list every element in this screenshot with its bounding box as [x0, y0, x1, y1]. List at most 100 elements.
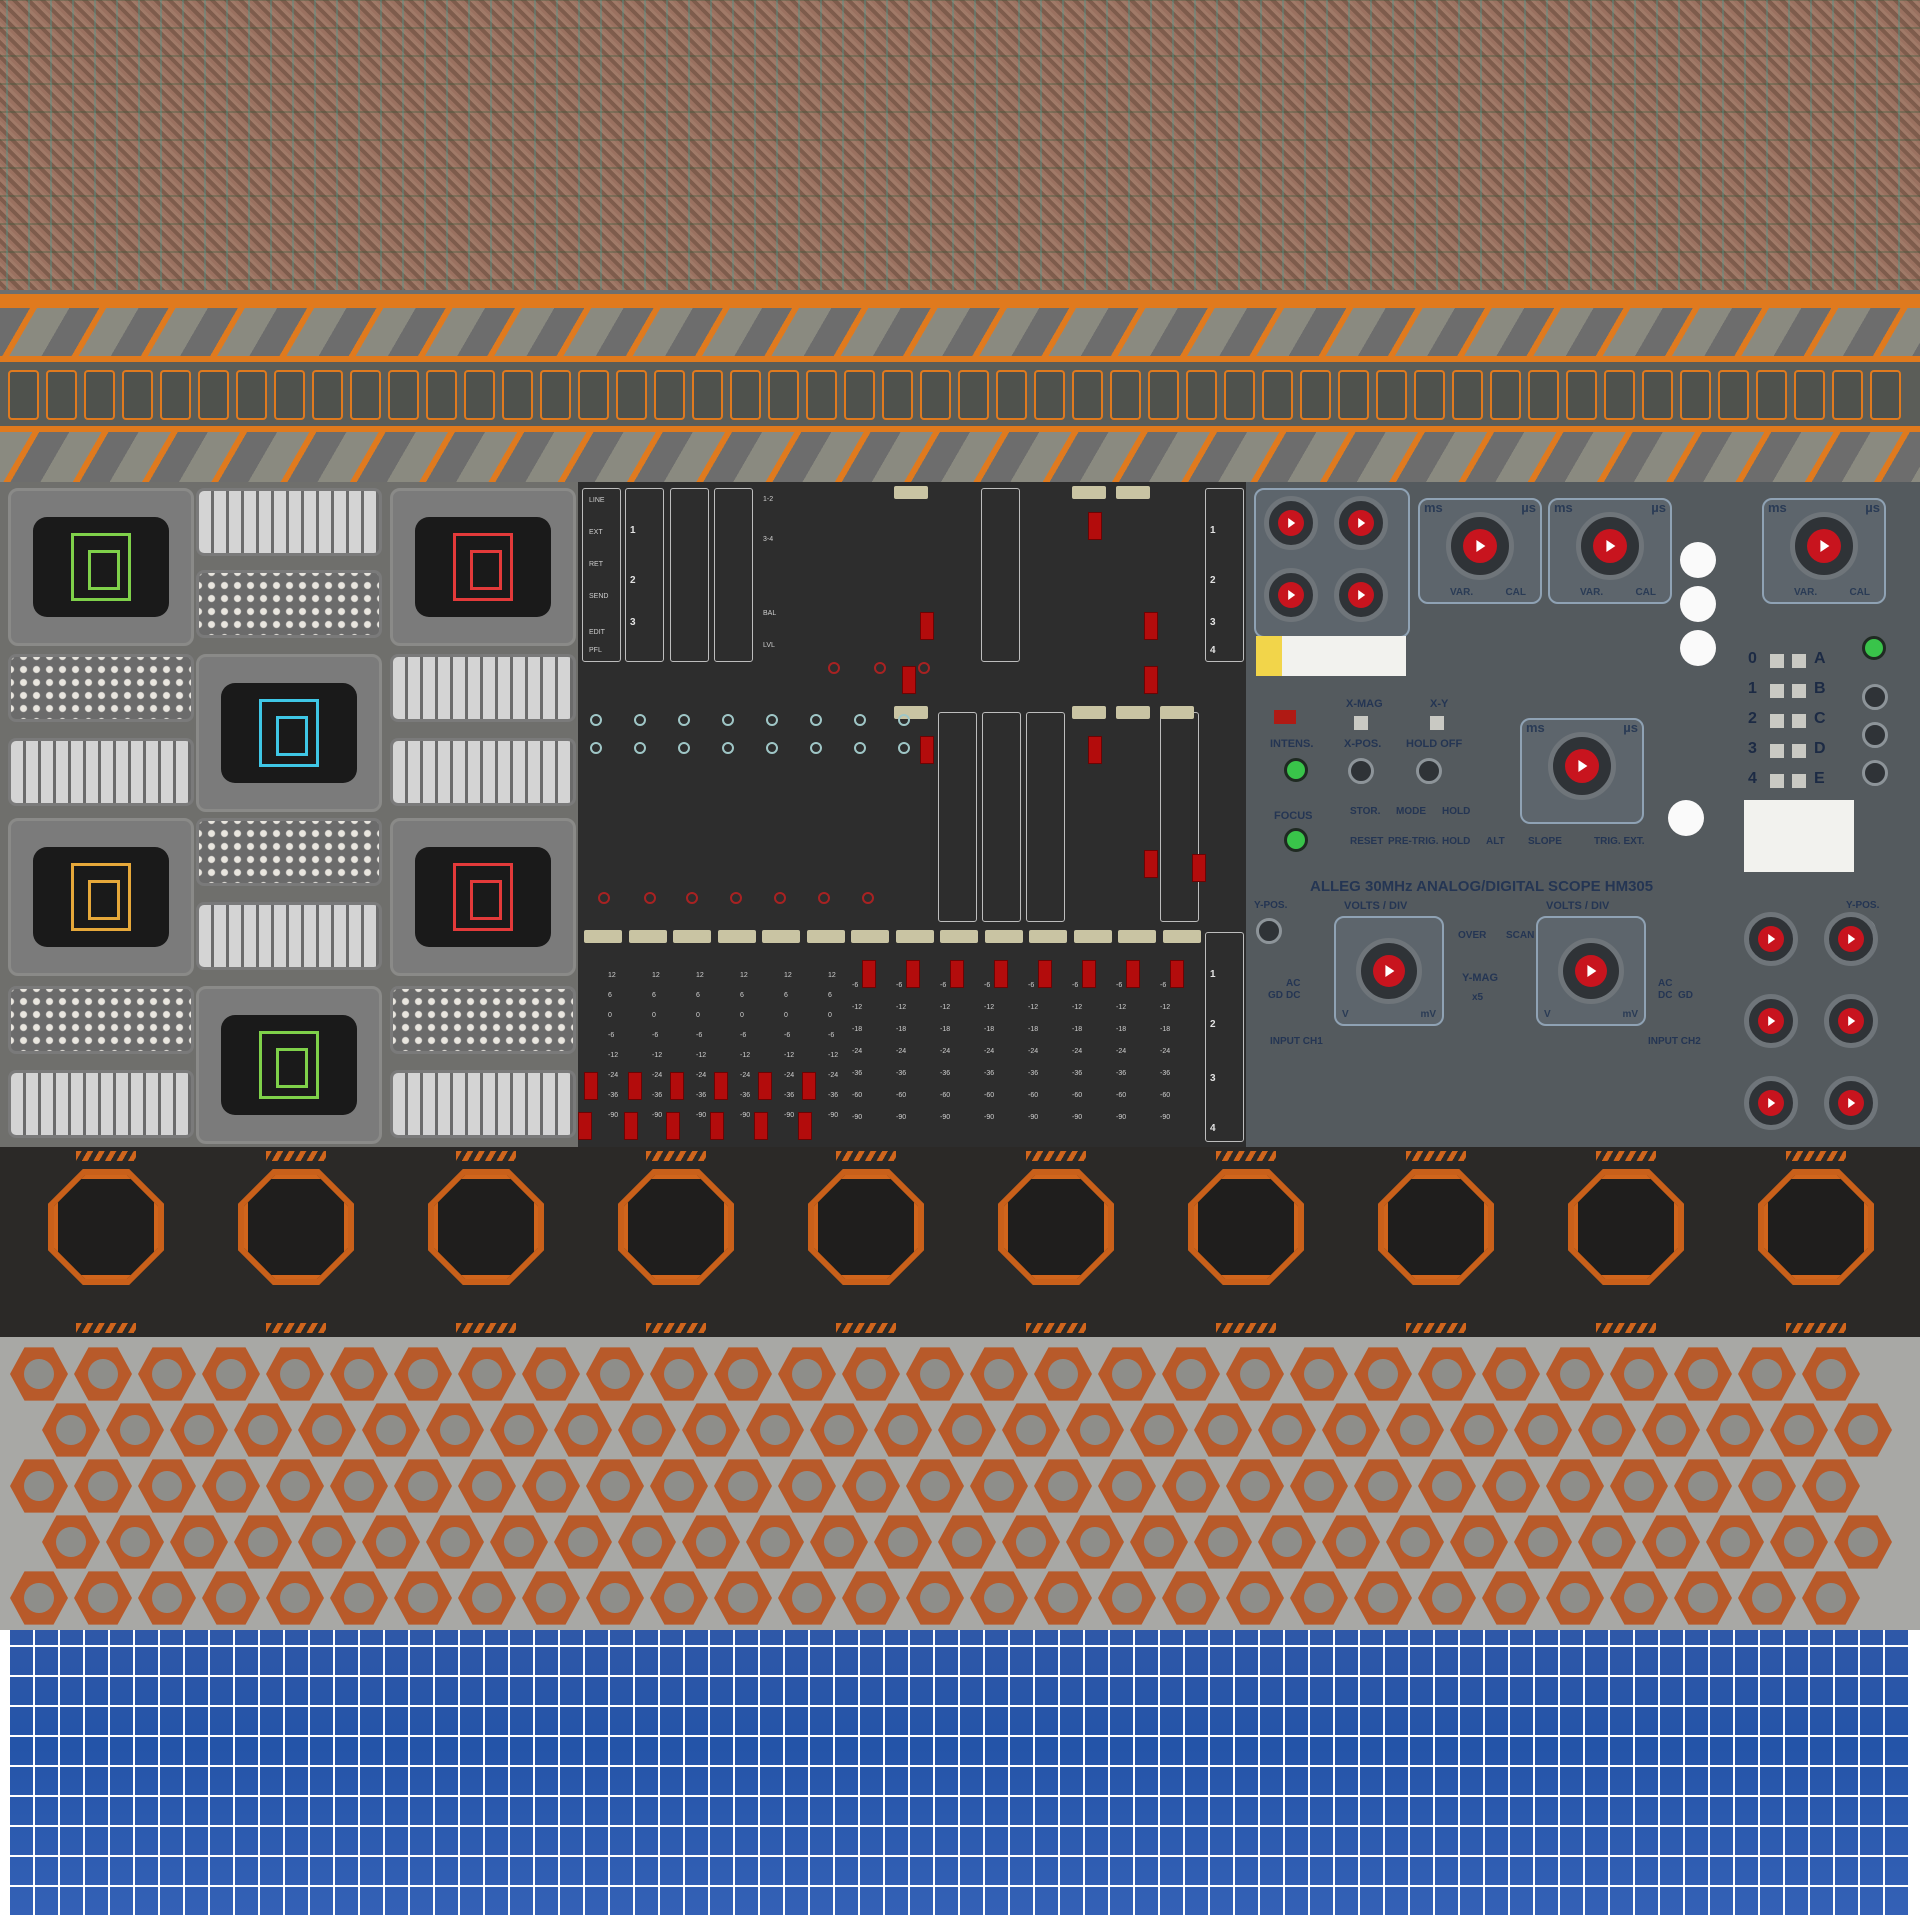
white-button[interactable] [1680, 586, 1716, 622]
fader-knob[interactable] [754, 1112, 768, 1140]
hexagon-tile [426, 1515, 484, 1569]
fader-knob[interactable] [1088, 512, 1102, 540]
eq-knob[interactable] [854, 714, 866, 726]
channel-select-button[interactable] [1770, 684, 1784, 698]
time-div-dial[interactable] [1576, 512, 1644, 580]
fader-knob[interactable] [1082, 960, 1096, 988]
ypos-knob-ch1[interactable] [1256, 918, 1282, 944]
attenuator-dial[interactable] [1744, 912, 1798, 966]
time-div-dial[interactable] [1446, 512, 1514, 580]
pan-knob[interactable] [598, 892, 610, 904]
fader-knob[interactable] [798, 1112, 812, 1140]
channel-select-button[interactable] [1770, 714, 1784, 728]
attenuator-dial[interactable] [1744, 1076, 1798, 1130]
channel-select-button[interactable] [1792, 654, 1806, 668]
fader-knob[interactable] [628, 1072, 642, 1100]
channel-select-button[interactable] [1770, 654, 1784, 668]
fader-knob[interactable] [906, 960, 920, 988]
delay-dial[interactable] [1548, 732, 1616, 800]
pan-knob[interactable] [918, 662, 930, 674]
eq-knob[interactable] [766, 714, 778, 726]
eq-knob[interactable] [634, 714, 646, 726]
volts-div-dial-ch1[interactable] [1356, 938, 1422, 1004]
fader-knob[interactable] [670, 1072, 684, 1100]
fader-knob[interactable] [666, 1112, 680, 1140]
eq-knob[interactable] [722, 742, 734, 754]
xmag-button[interactable] [1354, 716, 1368, 730]
pan-knob[interactable] [874, 662, 886, 674]
eq-knob[interactable] [898, 714, 910, 726]
attenuator-dial[interactable] [1824, 994, 1878, 1048]
channel-select-button[interactable] [1792, 744, 1806, 758]
eq-knob[interactable] [634, 742, 646, 754]
fader-knob[interactable] [902, 666, 916, 694]
fader-knob[interactable] [920, 612, 934, 640]
pan-knob[interactable] [730, 892, 742, 904]
channel-select-button[interactable] [1792, 684, 1806, 698]
fader-knob[interactable] [714, 1072, 728, 1100]
intens-knob[interactable] [1284, 758, 1308, 782]
fader-knob[interactable] [1192, 854, 1206, 882]
fader-knob[interactable] [624, 1112, 638, 1140]
attenuator-dial[interactable] [1744, 994, 1798, 1048]
channel-knob[interactable] [1862, 684, 1888, 710]
eq-knob[interactable] [810, 742, 822, 754]
oscilloscope-panel: ms µs VAR. CAL ms µs VAR. CAL ms µs VAR.… [1246, 482, 1920, 1147]
fader-knob[interactable] [578, 1112, 592, 1140]
channel-select-button[interactable] [1770, 744, 1784, 758]
volts-div-dial-ch2[interactable] [1558, 938, 1624, 1004]
eq-knob[interactable] [678, 742, 690, 754]
pan-knob[interactable] [774, 892, 786, 904]
attenuator-dial[interactable] [1824, 1076, 1878, 1130]
channel-select-button[interactable] [1792, 714, 1806, 728]
fader-knob[interactable] [994, 960, 1008, 988]
attenuator-dial[interactable] [1334, 568, 1388, 622]
fader-knob[interactable] [1170, 960, 1184, 988]
fader-knob[interactable] [1038, 960, 1052, 988]
holdoff-knob[interactable] [1416, 758, 1442, 784]
fader-scale-label: 6 [696, 992, 700, 999]
eq-knob[interactable] [590, 742, 602, 754]
xpos-knob[interactable] [1348, 758, 1374, 784]
pan-knob[interactable] [818, 892, 830, 904]
channel-knob[interactable] [1862, 722, 1888, 748]
eq-knob[interactable] [854, 742, 866, 754]
white-button[interactable] [1680, 542, 1716, 578]
eq-knob[interactable] [810, 714, 822, 726]
pan-knob[interactable] [862, 892, 874, 904]
fader-knob[interactable] [950, 960, 964, 988]
pan-knob[interactable] [644, 892, 656, 904]
pan-knob[interactable] [686, 892, 698, 904]
fader-knob[interactable] [1144, 850, 1158, 878]
attenuator-dial[interactable] [1264, 568, 1318, 622]
time-div-dial[interactable] [1790, 512, 1858, 580]
white-button[interactable] [1668, 800, 1704, 836]
hexagon-tile [234, 1515, 292, 1569]
eq-knob[interactable] [722, 714, 734, 726]
eq-knob[interactable] [766, 742, 778, 754]
fader-knob[interactable] [1126, 960, 1140, 988]
eq-knob[interactable] [898, 742, 910, 754]
attenuator-dial[interactable] [1824, 912, 1878, 966]
channel-select-button[interactable] [1792, 774, 1806, 788]
fader-knob[interactable] [920, 736, 934, 764]
fader-knob[interactable] [710, 1112, 724, 1140]
attenuator-dial[interactable] [1334, 496, 1388, 550]
fader-knob[interactable] [584, 1072, 598, 1100]
eq-knob[interactable] [590, 714, 602, 726]
fader-knob[interactable] [802, 1072, 816, 1100]
focus-knob[interactable] [1284, 828, 1308, 852]
eq-knob[interactable] [678, 714, 690, 726]
pan-knob[interactable] [828, 662, 840, 674]
fader-knob[interactable] [862, 960, 876, 988]
fader-knob[interactable] [1144, 666, 1158, 694]
white-button[interactable] [1680, 630, 1716, 666]
fader-knob[interactable] [1144, 612, 1158, 640]
channel-knob[interactable] [1862, 760, 1888, 786]
xy-button[interactable] [1430, 716, 1444, 730]
fader-knob[interactable] [1088, 736, 1102, 764]
fader-knob[interactable] [758, 1072, 772, 1100]
rail-cell [692, 370, 723, 420]
attenuator-dial[interactable] [1264, 496, 1318, 550]
channel-select-button[interactable] [1770, 774, 1784, 788]
